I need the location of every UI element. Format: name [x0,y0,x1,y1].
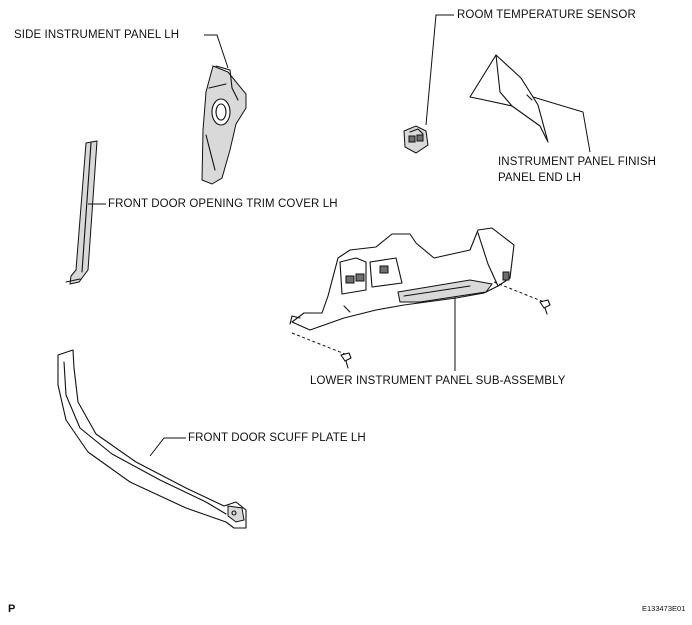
label-lower-instrument-panel-sub-assembly: LOWER INSTRUMENT PANEL SUB-ASSEMBLY [310,375,566,387]
label-instrument-panel-finish-line1: INSTRUMENT PANEL FINISH [498,156,656,168]
lower-instrument-panel-sub-assembly-part [289,227,551,369]
leader-room-temperature-sensor [425,14,454,126]
page-mark: P [8,603,16,615]
instrument-panel-finish-panel-end-lh-part [469,54,549,143]
label-side-instrument-panel-lh: SIDE INSTRUMENT PANEL LH [14,29,180,41]
label-front-door-scuff-plate-lh: FRONT DOOR SCUFF PLATE LH [188,432,366,444]
front-door-opening-trim-cover-lh-part [65,140,98,285]
side-instrument-panel-lh-part [201,65,247,185]
leader-instrument-panel-finish [532,96,591,153]
front-door-scuff-plate-lh-part [57,349,247,529]
label-front-door-opening-trim-cover-lh: FRONT DOOR OPENING TRIM COVER LH [108,198,338,210]
room-temperature-sensor-part [403,125,429,154]
label-instrument-panel-finish-line2: PANEL END LH [498,172,582,184]
figure-id: E133473E01 [642,604,686,613]
leader-front-door-scuff-plate [149,437,186,457]
label-room-temperature-sensor: ROOM TEMPERATURE SENSOR [457,9,636,21]
leader-side-instrument-panel [204,34,229,69]
